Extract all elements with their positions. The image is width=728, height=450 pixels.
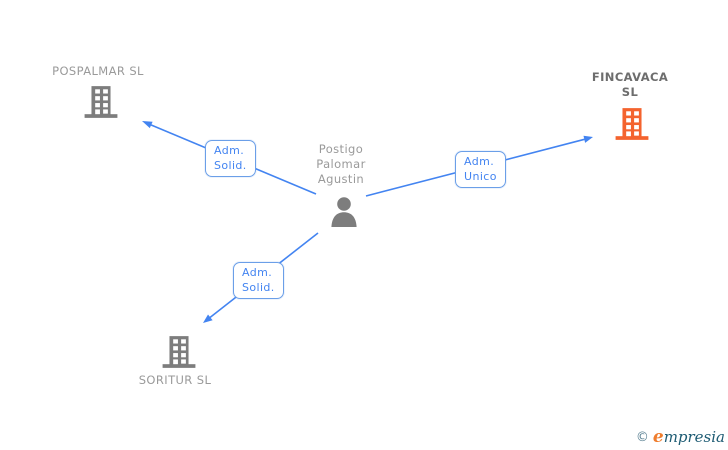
person-name-line2: Palomar bbox=[316, 157, 366, 171]
empresia-logo[interactable]: ©empresia bbox=[636, 427, 725, 447]
edge-label-soritur-line1: Adm. bbox=[242, 266, 273, 279]
building-icon-fincavaca[interactable] bbox=[614, 106, 650, 142]
company-name-fincavaca-line1: FINCAVACA bbox=[591, 70, 669, 84]
person-icon[interactable] bbox=[327, 196, 361, 228]
edge-label-fincavaca-line1: Adm. bbox=[464, 155, 495, 168]
company-name-pospalmar: POSPALMAR SL bbox=[52, 64, 144, 78]
building-icon-pospalmar[interactable] bbox=[83, 84, 119, 120]
edge-label-pospalmar-line1: Adm. bbox=[214, 144, 245, 157]
arrowhead-pospalmar bbox=[142, 121, 153, 129]
brand-text: mpresia bbox=[663, 428, 725, 446]
edge-label-soritur-line2: Solid. bbox=[242, 281, 275, 294]
brand-letter-e: e bbox=[652, 427, 664, 447]
edge-label-fincavaca-line2: Unico bbox=[464, 170, 497, 183]
arrowhead-soritur bbox=[203, 314, 213, 323]
edge-label-pospalmar-line2: Solid. bbox=[214, 159, 247, 172]
person-name-line3: Agustin bbox=[317, 172, 365, 186]
edge-label-fincavaca[interactable]: Adm. Unico bbox=[455, 151, 506, 188]
company-name-soritur: SORITUR SL bbox=[138, 373, 212, 387]
copyright-icon: © bbox=[635, 430, 649, 445]
arrowhead-fincavaca bbox=[583, 135, 593, 143]
edge-label-soritur[interactable]: Adm. Solid. bbox=[233, 262, 284, 299]
company-name-fincavaca-line2: SL bbox=[621, 85, 639, 99]
edge-label-pospalmar[interactable]: Adm. Solid. bbox=[205, 140, 256, 177]
person-name-line1: Postigo bbox=[318, 142, 364, 156]
building-icon-soritur[interactable] bbox=[161, 334, 197, 370]
